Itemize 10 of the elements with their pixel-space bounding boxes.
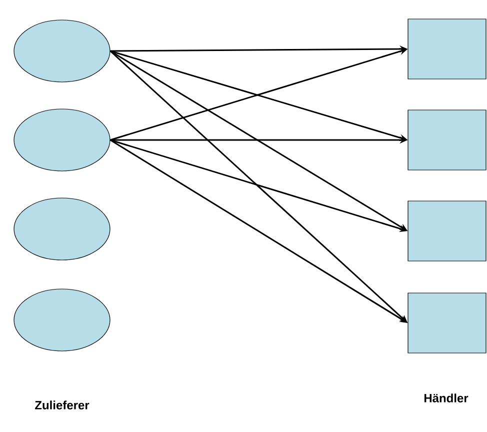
column-label: Händler (424, 394, 468, 402)
box (408, 110, 486, 170)
box (408, 200, 486, 262)
column-label: Zulieferer (35, 400, 90, 410)
ellipse (14, 198, 110, 260)
ellipse (14, 288, 110, 352)
ellipse (14, 20, 110, 82)
box (408, 18, 486, 80)
ellipse (14, 108, 110, 172)
box (408, 292, 486, 354)
